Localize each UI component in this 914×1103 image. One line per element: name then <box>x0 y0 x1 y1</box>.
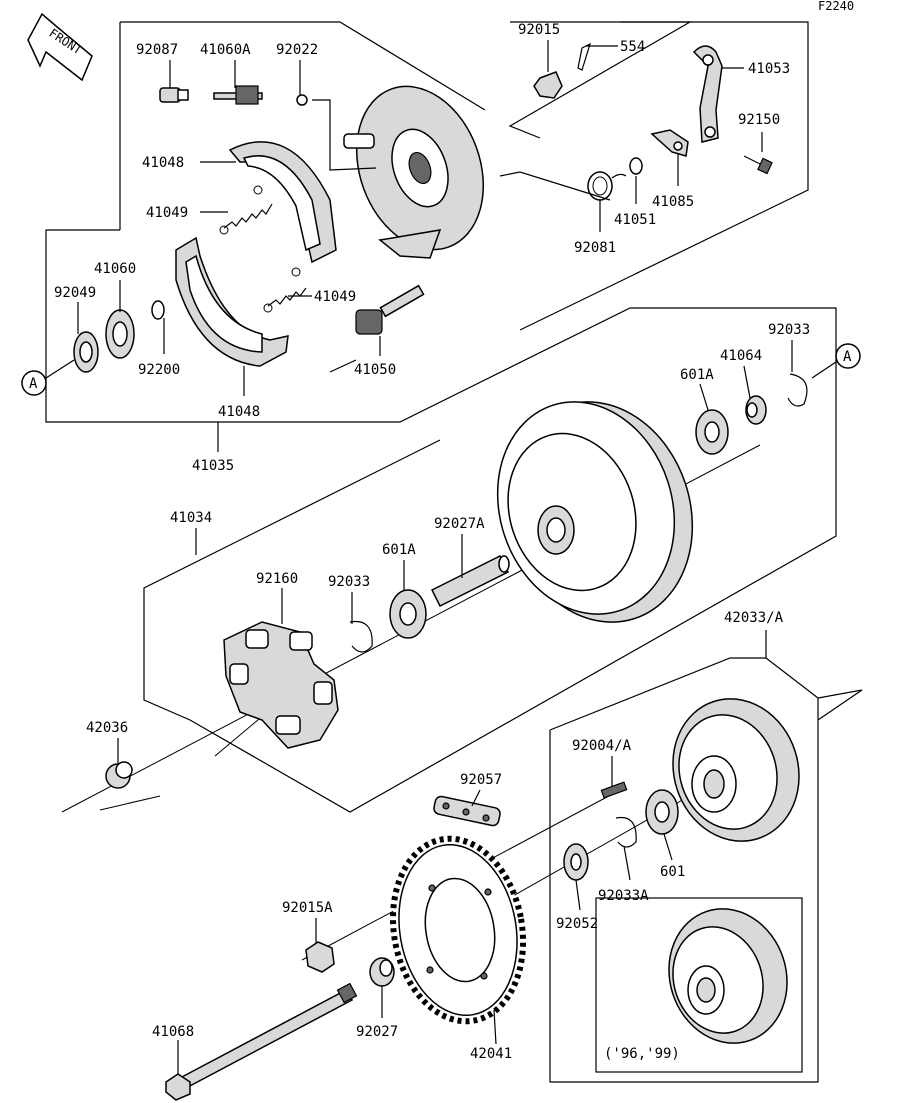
brake-panel-icon <box>343 85 485 259</box>
callout-a-right: A <box>811 343 861 379</box>
label-92057: 92057 <box>460 772 502 788</box>
label-92027A: 92027A <box>434 516 485 532</box>
label-41050: 41050 <box>354 362 396 378</box>
damper-92160-icon <box>223 621 339 749</box>
label-41068: 41068 <box>152 1024 194 1040</box>
label-41049-top: 41049 <box>146 205 188 221</box>
gear-41060-icon <box>105 309 135 359</box>
label-42033A: 42033/A <box>724 610 784 626</box>
label-92033-top: 92033 <box>768 322 810 338</box>
label-92033-mid: 92033 <box>328 574 370 590</box>
label-41035: 41035 <box>192 458 234 474</box>
svg-text:A: A <box>29 376 38 392</box>
leader-lines <box>77 40 793 1074</box>
label-92004A: 92004/A <box>572 738 632 754</box>
label-41034: 41034 <box>170 510 212 526</box>
stud-92004A-icon <box>600 781 628 799</box>
label-92087: 92087 <box>136 42 178 58</box>
label-41060: 41060 <box>94 261 136 277</box>
lever-41053-icon <box>692 45 723 143</box>
label-92033A: 92033A <box>598 888 649 904</box>
label-92200: 92200 <box>138 362 180 378</box>
seal-92052-icon <box>563 843 589 881</box>
seal-41051-icon <box>629 157 643 175</box>
part-92087-icon <box>159 87 189 103</box>
label-601A-top: 601A <box>680 367 714 383</box>
bearing-601A-top-icon <box>695 409 729 455</box>
wheel-41034-icon <box>496 401 694 623</box>
label-42041: 42041 <box>470 1046 512 1062</box>
circlip-92033-mid-icon <box>349 620 373 653</box>
label-41085: 41085 <box>652 194 694 210</box>
year-note: ('96,'99) <box>604 1046 680 1062</box>
brake-shoe-top-icon <box>228 141 337 264</box>
spring-92081-icon <box>587 171 627 201</box>
spring-41049-mid-icon <box>263 267 307 313</box>
label-41048-top: 41048 <box>142 155 184 171</box>
spacer-92027A-icon <box>430 554 510 608</box>
circlip-92033A-icon <box>615 816 637 848</box>
label-41051: 41051 <box>614 212 656 228</box>
spacer-92027-icon <box>369 957 395 987</box>
label-92015A: 92015A <box>282 900 333 916</box>
pin-554-icon <box>577 42 591 71</box>
part-labels: 92087 41060A 92022 92015 554 41053 41048… <box>54 22 810 1062</box>
bearing-601A-mid-icon <box>389 589 427 639</box>
label-554: 554 <box>620 39 645 55</box>
label-92081: 92081 <box>574 240 616 256</box>
label-601A-mid: 601A <box>382 542 416 558</box>
year-variant-box <box>595 897 803 1073</box>
label-41053: 41053 <box>748 61 790 77</box>
label-92022: 92022 <box>276 42 318 58</box>
label-92049: 92049 <box>54 285 96 301</box>
label-41048-bot: 41048 <box>218 404 260 420</box>
sprocket-42041-icon <box>389 835 527 1025</box>
svg-text:A: A <box>843 349 852 365</box>
figure-code: F2240 <box>818 0 854 13</box>
label-42036: 42036 <box>86 720 128 736</box>
label-92015: 92015 <box>518 22 560 38</box>
hub-coupling-42033-icon <box>672 698 800 842</box>
label-601: 601 <box>660 864 685 880</box>
brake-panel-outline <box>45 21 837 452</box>
collar-42036-icon <box>105 761 133 789</box>
spring-41049-top-icon <box>219 185 273 235</box>
part-92022-icon <box>296 94 308 106</box>
wheel-outline <box>143 336 837 813</box>
axle-41068-icon <box>165 982 358 1101</box>
bolt-92150-icon <box>743 155 773 175</box>
label-92027: 92027 <box>356 1024 398 1040</box>
part-41060A-icon <box>213 85 263 105</box>
callout-a-left: A <box>21 359 75 396</box>
label-92160: 92160 <box>256 571 298 587</box>
chain-92057-icon <box>433 795 501 827</box>
label-41049-mid: 41049 <box>314 289 356 305</box>
nut-92015A-icon <box>305 941 335 973</box>
label-92052: 92052 <box>556 916 598 932</box>
brake-shoe-bottom-icon <box>175 236 289 367</box>
label-92150: 92150 <box>738 112 780 128</box>
collar-41064-icon <box>745 395 767 425</box>
circlip-92033-top-icon <box>787 373 808 407</box>
nut-92015-icon <box>533 71 563 99</box>
washer-92200-icon <box>151 300 165 320</box>
seal-92049-icon <box>73 331 99 373</box>
label-41064: 41064 <box>720 348 762 364</box>
hub-outline <box>549 630 863 1083</box>
front-arrow-icon: FRONT <box>27 12 93 82</box>
cam-41050-icon <box>355 284 425 335</box>
label-41060A: 41060A <box>200 42 251 58</box>
bearing-601-icon <box>645 789 679 835</box>
indicator-41085-icon <box>650 129 689 157</box>
